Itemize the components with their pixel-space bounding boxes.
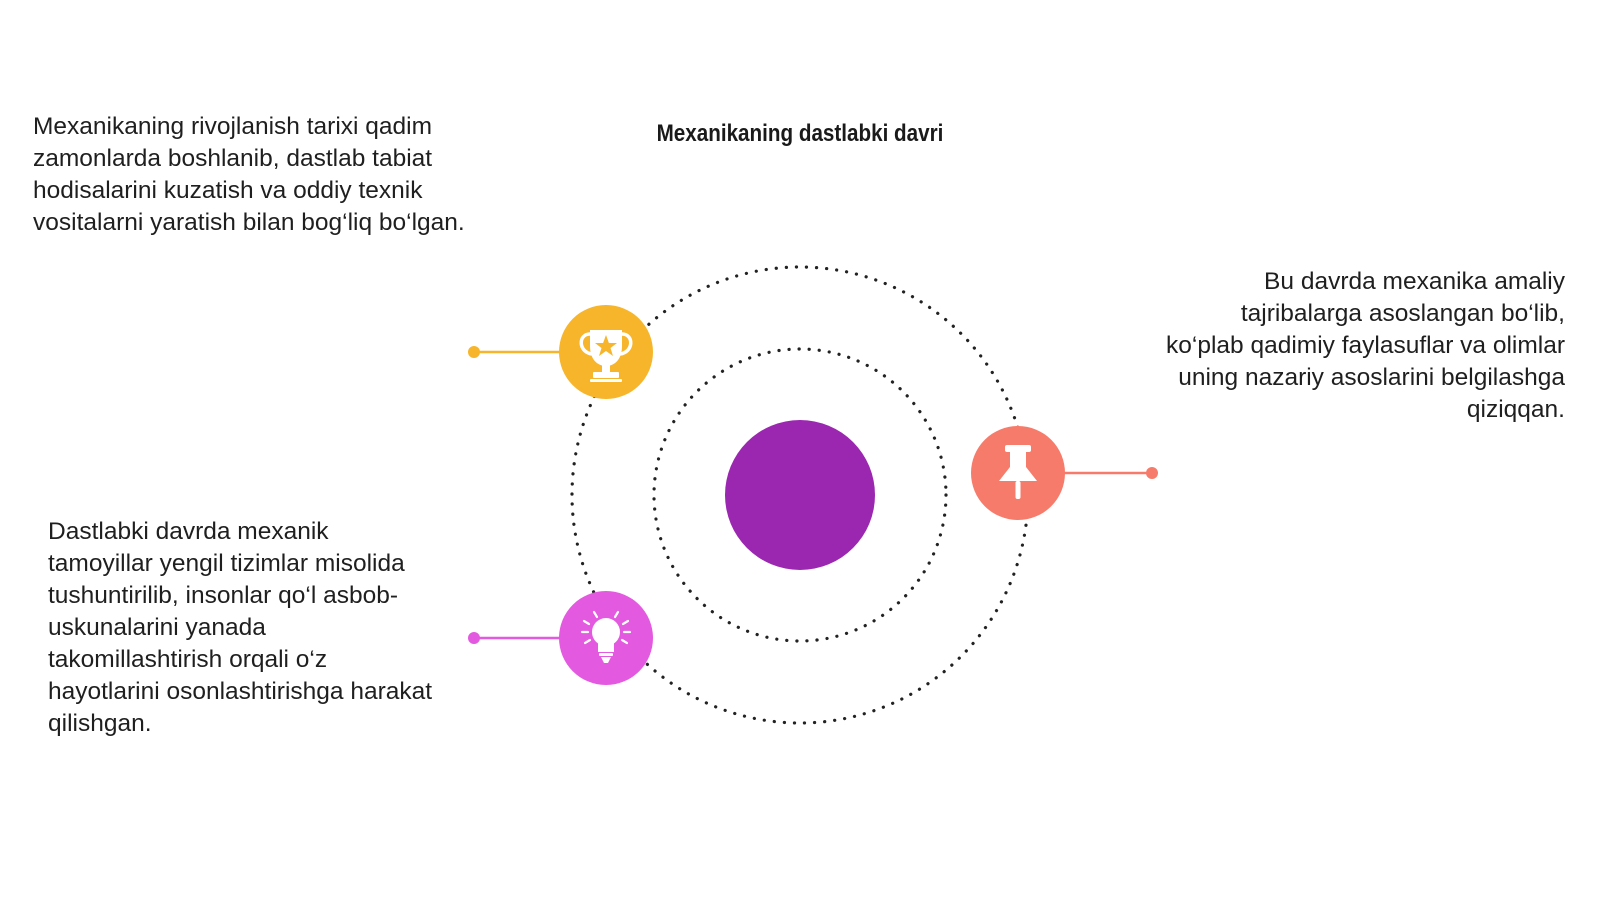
item-text-trophy: Mexanikaning rivojlanish tarixi qadim za… xyxy=(33,113,465,236)
item-text-pushpin: Bu davrda mexanika amaliy tajribalarga a… xyxy=(1166,268,1565,423)
inner-orbit-ring xyxy=(652,347,948,643)
lightbulb-icon xyxy=(580,610,632,663)
diagram-title: Mexanikaning dastlabki davri xyxy=(656,120,944,147)
connector-lightbulb xyxy=(468,632,565,644)
item-text-lightbulb: Dastlabki davrda mexanik tamoyillar yeng… xyxy=(48,518,433,737)
trophy-icon xyxy=(579,330,633,382)
lightbulb-node xyxy=(559,591,653,685)
connector-pushpin xyxy=(1060,467,1158,479)
connector-trophy xyxy=(468,346,565,358)
pushpin-icon xyxy=(999,445,1037,499)
center-circle xyxy=(725,420,875,570)
pushpin-node xyxy=(971,426,1065,520)
trophy-node xyxy=(559,305,653,399)
